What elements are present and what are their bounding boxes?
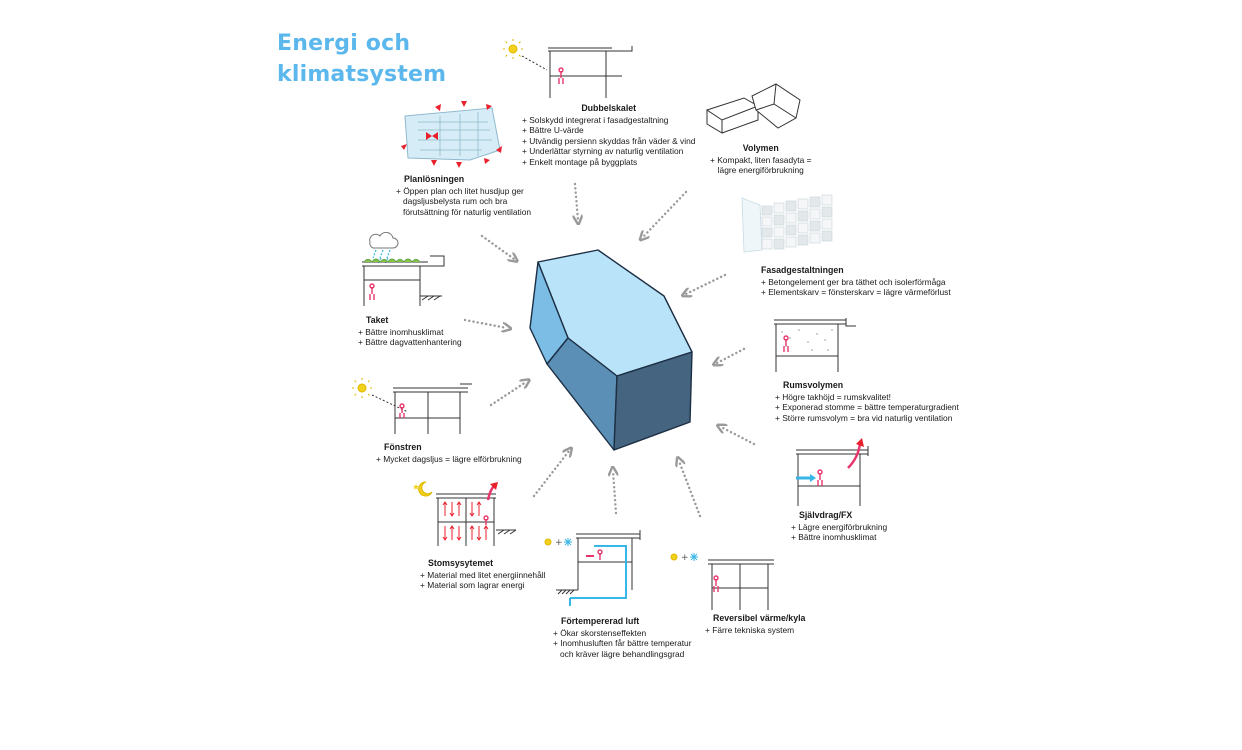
rumsvolymen-item: + Större rumsvolym = bra vid naturlig ve… — [775, 412, 953, 423]
volume-front-right-face — [613, 351, 693, 451]
arrow-fonstren — [489, 382, 526, 407]
planlosningen-illustration — [401, 101, 502, 168]
fortempererad-illustration: + — [544, 530, 641, 606]
person-icon — [783, 335, 789, 352]
arrow-planlosningen — [480, 234, 514, 259]
planlosningen-heading: Planlösningen — [404, 174, 465, 184]
arrow-fortempererad — [613, 471, 616, 515]
central-volume — [529, 249, 693, 451]
arrow-reversibel — [679, 461, 702, 518]
arrow-fasad — [686, 273, 727, 294]
title-line-2: klimatsystem — [277, 62, 447, 87]
person-icon — [558, 67, 564, 84]
rumsvolymen-block: Rumsvolymen + Högre takhöjd = rumskvalit… — [775, 380, 959, 423]
dubbelskalet-item: + Solskydd integrerat i fasadgestaltning — [522, 114, 669, 125]
sjalvdrag-item: + Bättre inomhusklimat — [791, 532, 877, 543]
dotted-arrows — [463, 182, 756, 518]
person-icon — [483, 515, 489, 525]
fasadgestaltningen-block: Fasadgestaltningen + Betongelement ger b… — [761, 265, 951, 298]
volymen-item: lägre energiförbrukning — [717, 165, 804, 176]
fortempererad-block: Förtempererad luft + Ökar skorstenseffek… — [553, 616, 692, 659]
fortempererad-item: + Ökar skorstenseffekten — [553, 627, 647, 638]
fonstren-block: Fönstren + Mycket dagsljus = lägre elför… — [376, 442, 522, 464]
sun-icon — [544, 538, 552, 546]
dubbelskalet-illustration — [503, 39, 633, 98]
fasad-illustration — [741, 194, 833, 253]
volymen-block: Volymen + Kompakt, liten fasadyta = lägr… — [710, 143, 812, 176]
sjalvdrag-item: + Lägre energiförbrukning — [791, 521, 888, 532]
taket-heading: Taket — [366, 315, 389, 325]
dubbelskalet-item: + Underlättar styrning av naturlig venti… — [522, 146, 684, 157]
rumsvolymen-item: + Exponerad stomme = bättre temperaturgr… — [775, 402, 959, 413]
stomsystemet-heading: Stomsysytemet — [428, 558, 494, 568]
dubbelskalet-block: Dubbelskalet + Solskydd integrerat i fas… — [522, 103, 695, 168]
dubbelskalet-item: + Utvändig persienn skyddas från väder &… — [522, 135, 696, 146]
person-icon — [817, 469, 823, 486]
fonstren-illustration — [352, 378, 472, 434]
planlosningen-item: + Öppen plan och litet husdjup ger — [396, 185, 524, 196]
person-icon — [369, 283, 375, 300]
volymen-heading: Volymen — [742, 143, 779, 153]
stomsystemet-illustration — [413, 481, 517, 546]
fortempererad-item: och kräver lägre behandlingsgrad — [560, 648, 685, 659]
arrow-rumsvolymen — [717, 347, 746, 363]
fortempererad-heading: Förtempererad luft — [561, 616, 640, 626]
reversibel-illustration: + — [670, 553, 774, 610]
sun-icon — [503, 39, 523, 59]
taket-illustration — [362, 231, 445, 306]
planlosningen-item: förutsättning för naturlig ventilation — [403, 206, 532, 217]
cloud-icon — [369, 231, 399, 249]
rumsvolymen-heading: Rumsvolymen — [783, 380, 844, 390]
sjalvdrag-heading: Självdrag/FX — [799, 510, 853, 520]
planlosningen-item: dagsljusbelysta rum och bra — [403, 196, 508, 207]
arrow-dubbelskalet — [575, 182, 578, 220]
volymen-illustration — [705, 83, 801, 134]
arrow-taket — [463, 318, 507, 328]
dubbelskalet-item: + Bättre U-värde — [522, 125, 584, 136]
rumsvolymen-item: + Högre takhöjd = rumskvalitet! — [775, 391, 891, 402]
snowflake-icon — [564, 538, 572, 546]
reversibel-heading: Reversibel värme/kyla — [713, 613, 806, 623]
dubbelskalet-heading: Dubbelskalet — [581, 103, 637, 113]
fortempererad-item: + Inomhusluften får bättre temperatur — [553, 638, 692, 649]
sun-icon — [670, 553, 678, 561]
fasadgestaltningen-heading: Fasadgestaltningen — [761, 265, 844, 275]
planlosningen-block: Planlösningen + Öppen plan och litet hus… — [396, 174, 531, 217]
star-icon — [413, 484, 419, 490]
person-icon — [399, 403, 405, 418]
svg-text:+: + — [681, 553, 689, 563]
moon-icon — [418, 481, 433, 497]
svg-text:+: + — [555, 538, 563, 548]
dubbelskalet-item: + Enkelt montage på byggplats — [522, 156, 638, 167]
reversibel-item: + Färre tekniska system — [705, 624, 795, 635]
stomsystemet-block: Stomsysytemet + Material med litet energ… — [420, 558, 545, 591]
snowflake-icon — [690, 553, 698, 561]
sjalvdrag-illustration — [796, 438, 869, 506]
arrow-volymen — [643, 190, 688, 237]
sjalvdrag-block: Självdrag/FX + Lägre energiförbrukning +… — [791, 510, 887, 543]
fonstren-item: + Mycket dagsljus = lägre elförbrukning — [376, 453, 522, 464]
volymen-item: + Kompakt, liten fasadyta = — [710, 154, 812, 165]
taket-block: Taket + Bättre inomhusklimat + Bättre da… — [358, 315, 462, 348]
taket-item: + Bättre dagvattenhantering — [358, 337, 462, 348]
taket-item: + Bättre inomhusklimat — [358, 326, 444, 337]
fonstren-heading: Fönstren — [384, 442, 422, 452]
sun-icon — [352, 378, 372, 398]
title-line-1: Energi och — [277, 31, 411, 56]
reversibel-block: Reversibel värme/kyla + Färre tekniska s… — [705, 613, 805, 635]
arrow-stomsystemet — [532, 451, 569, 498]
arrow-sjalvdrag — [721, 427, 756, 446]
stomsystemet-item: + Material med litet energiinnehåll — [420, 569, 546, 580]
rain-icon — [372, 249, 391, 265]
fasadgestaltningen-item: + Betongelement ger bra täthet och isole… — [761, 276, 946, 287]
rumsvolymen-illustration — [774, 318, 856, 372]
fasadgestaltningen-item: + Elementskarv = fönsterskarv = lägre vä… — [761, 287, 951, 298]
person-icon — [713, 575, 719, 592]
person-icon — [597, 549, 603, 560]
page-title: Energi och klimatsystem — [277, 28, 446, 90]
stomsystemet-item: + Material som lagrar energi — [420, 580, 525, 591]
